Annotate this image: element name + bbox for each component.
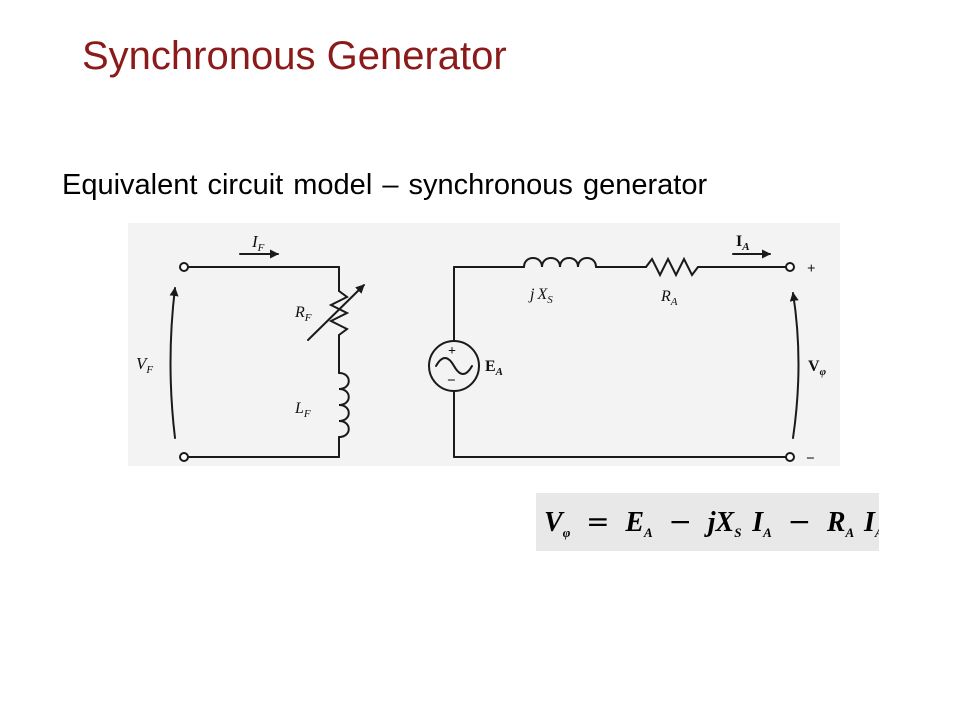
ac-sine-icon — [435, 357, 473, 375]
field-voltage-arrow — [169, 287, 179, 439]
field-resistor-rf — [328, 290, 350, 336]
armature-terminal-top — [785, 262, 795, 272]
armature-terminal-bottom — [785, 452, 795, 462]
synchronous-reactance-coil — [523, 257, 597, 268]
terminal-plus-sign: + — [807, 261, 816, 277]
source-plus-sign: + — [448, 344, 456, 359]
field-terminal-bottom — [179, 452, 189, 462]
equation-text: Vφ = EA − jXS IA − RA IA — [544, 505, 879, 543]
armature-resistance-label: RA — [660, 288, 678, 308]
terminal-minus-sign: − — [806, 451, 815, 466]
source-minus-sign: − — [447, 373, 456, 389]
armature-current-label: IA — [736, 233, 750, 253]
field-inductance-label: LF — [294, 400, 311, 420]
slide-subtitle: Equivalent circuit model – synchronous g… — [62, 169, 708, 201]
voltage-equation: Vφ = EA − jXS IA − RA IA — [536, 493, 879, 551]
rheostat-arrow — [307, 284, 365, 341]
field-resistance-label: RF — [294, 304, 312, 324]
internal-emf-label: EA — [485, 358, 503, 378]
field-circuit — [169, 249, 365, 462]
phase-voltage-arrow — [789, 292, 800, 439]
field-terminal-top — [179, 262, 189, 272]
equation-svg: Vφ = EA − jXS IA − RA IA — [544, 505, 879, 543]
armature-resistor-ra — [645, 256, 699, 278]
slide-title: Synchronous Generator — [82, 34, 507, 78]
armature-circuit — [428, 249, 800, 462]
field-voltage-label: VF — [136, 354, 153, 376]
field-inductor-lf — [338, 372, 350, 438]
field-current-label: IF — [251, 232, 265, 254]
phase-voltage-label: Vφ — [808, 358, 827, 378]
